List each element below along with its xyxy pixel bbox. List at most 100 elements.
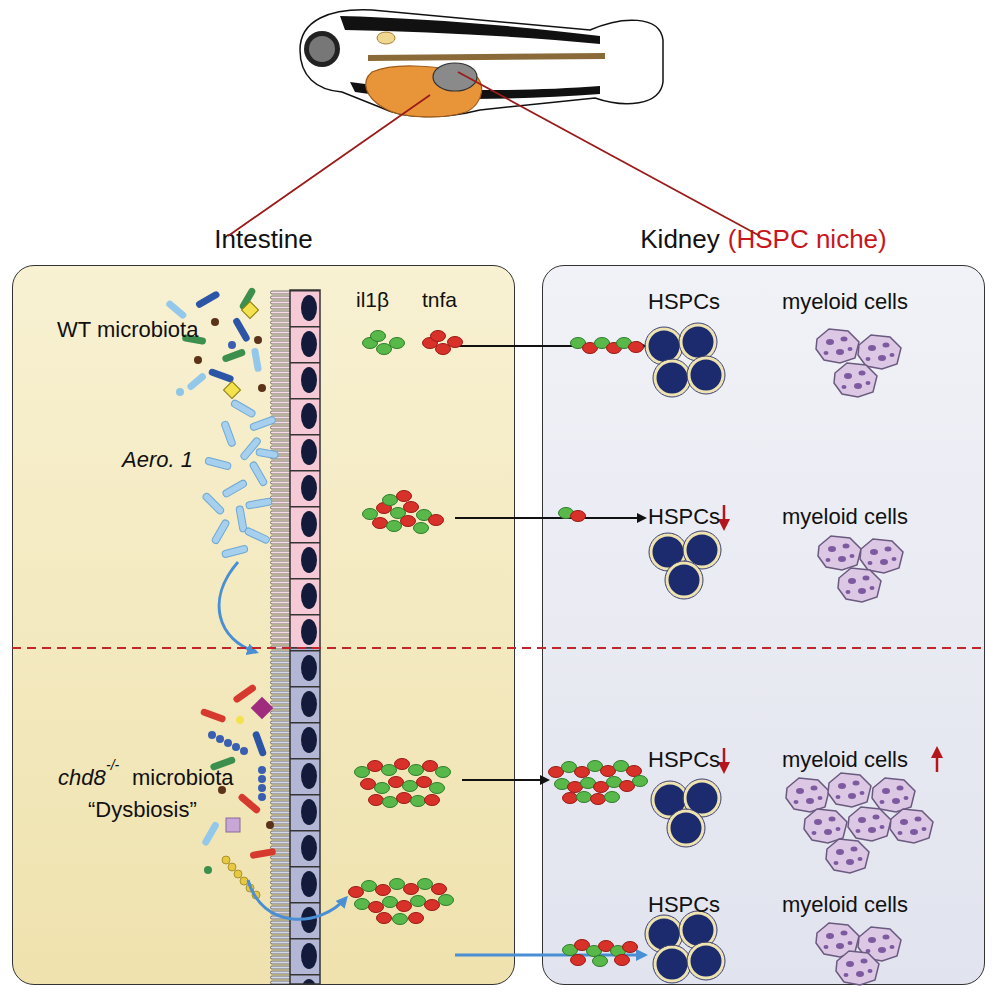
cytokine-cluster <box>376 885 391 896</box>
aeromonas-bacteria <box>205 457 232 470</box>
dysbiosis-bacteria <box>208 731 216 739</box>
wt-bacteria <box>165 299 188 320</box>
myeloid-cells <box>836 951 879 985</box>
cytokine-cluster <box>425 900 440 911</box>
cytokine-cluster <box>397 793 412 804</box>
cell-label: myeloid cells <box>782 290 908 314</box>
myeloid-cells <box>890 809 933 843</box>
cytokine-cluster <box>404 502 419 513</box>
cytokine-cluster <box>375 783 390 794</box>
hspc-cells <box>653 945 691 983</box>
aeromonas-bacteria <box>246 498 273 509</box>
cytokine-cluster <box>368 761 383 772</box>
aeromonas-bacteria <box>222 479 248 498</box>
cytokine-cluster <box>401 516 416 527</box>
hspc-cells <box>687 942 725 980</box>
wt-bacteria <box>221 348 246 363</box>
panel-subtitle: (HSPC niche) <box>728 224 887 254</box>
wt-bacteria <box>258 384 266 392</box>
myeloid-cells <box>828 773 871 807</box>
dysbiosis-bacteria <box>232 743 240 751</box>
cytokine-cluster <box>383 897 398 908</box>
leader-line <box>228 72 760 236</box>
dysbiosis-bacteria <box>201 821 220 847</box>
zebrafish-larva <box>300 10 663 117</box>
divider-line <box>12 647 985 649</box>
dysbiosis-bacteria <box>236 716 244 724</box>
cytokine-cluster <box>355 899 370 910</box>
leader-line <box>458 72 760 236</box>
aeromonas-bacteria <box>211 519 230 545</box>
cytokine-cluster <box>575 767 590 778</box>
group-label: “Dysbiosis” <box>88 798 197 822</box>
panel-heading: Intestine <box>0 224 574 255</box>
cell-label: myeloid cells <box>782 748 908 772</box>
zebrafish-larva <box>304 31 340 67</box>
genotype-label: chd8 <box>58 766 106 790</box>
aeromonas-bacteria <box>221 420 236 447</box>
aeromonas-bacteria <box>249 461 268 487</box>
cytokine-cluster <box>387 521 402 532</box>
hspc-cells <box>645 323 725 983</box>
cytokine-cluster <box>605 792 620 803</box>
cytokine-cluster <box>355 767 370 778</box>
cytokine-cluster <box>593 956 608 967</box>
dysbiosis-bacteria <box>258 775 266 783</box>
cytokine-cluster <box>623 942 638 953</box>
cytokine-cluster <box>563 793 578 804</box>
dysbiosis-bacteria <box>200 683 277 899</box>
zebrafish-larva <box>309 36 335 62</box>
cytokine-cluster <box>383 797 398 808</box>
myeloid-cells <box>858 335 901 369</box>
cell-label: HSPCs <box>648 748 720 772</box>
cytokine-label: tnfa <box>422 288 457 311</box>
panel-title: Kidney <box>640 224 720 254</box>
dysbiosis-bacteria <box>224 739 232 747</box>
myeloid-cells <box>826 839 869 873</box>
wt-bacteria <box>251 347 262 372</box>
cytokine-cluster <box>369 902 384 913</box>
wt-bacteria <box>242 302 259 319</box>
wt-bacteria <box>194 356 202 364</box>
dysbiosis-bacteria <box>252 730 267 757</box>
signal-arrow <box>455 346 645 955</box>
cytokine-cluster <box>389 777 404 788</box>
cytokine-cluster <box>414 523 429 534</box>
dysbiosis-bacteria <box>234 870 242 878</box>
cytokine-cluster <box>390 338 405 349</box>
cytokine-cluster <box>349 331 648 967</box>
aeromonas-bacteria <box>221 545 248 558</box>
wt-bacteria <box>232 317 251 343</box>
myeloid-cells <box>786 778 829 812</box>
dysbiosis-bacteria <box>216 735 224 743</box>
cytokine-cluster <box>377 344 392 355</box>
cell-label: myeloid cells <box>782 505 908 529</box>
aeromonas-bacteria <box>256 448 279 459</box>
intestinal-epithelium <box>290 648 320 984</box>
hspc-cells <box>667 809 705 847</box>
cytokine-cluster <box>629 342 644 353</box>
cytokine-cluster <box>404 884 419 895</box>
signal-arrow <box>462 779 548 781</box>
dysbiosis-bacteria <box>222 856 230 864</box>
hspc-cells <box>653 359 691 397</box>
cytokine-cluster <box>361 779 376 790</box>
intestinal-epithelium <box>290 290 320 648</box>
cell-label: HSPCs <box>648 893 720 917</box>
dysbiosis-bacteria <box>232 683 257 704</box>
cytokine-cluster <box>577 792 592 803</box>
cytokine-cluster <box>439 895 454 906</box>
panel-heading: Kidney (HSPC niche) <box>483 224 996 255</box>
dysbiosis-bacteria <box>226 818 240 832</box>
genotype-superscript: -/- <box>106 758 119 773</box>
zebrafish-larva <box>377 32 395 44</box>
cytokine-cluster <box>371 331 386 342</box>
zebrafish-larva <box>300 10 663 117</box>
dysbiosis-bacteria <box>250 848 277 859</box>
dysbiosis-bacteria <box>266 821 274 829</box>
group-label: WT microbiota <box>57 318 198 342</box>
dysbiosis-bacteria <box>228 863 236 871</box>
wt-bacteria <box>211 318 219 326</box>
dysbiosis-bacteria <box>208 731 248 755</box>
